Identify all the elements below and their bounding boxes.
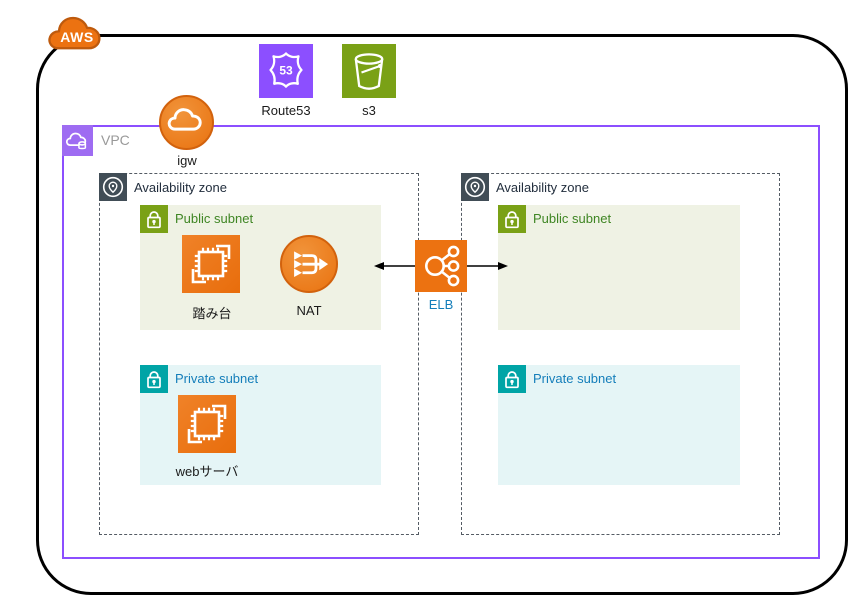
padlock-icon: [140, 365, 168, 393]
merge-arrows-icon: [294, 251, 329, 277]
aws-logo-cloud[interactable]: AWS: [44, 6, 110, 54]
padlock-icon: [498, 205, 526, 233]
webserver-label: webサーバ: [175, 464, 239, 479]
availability-zone-left[interactable]: [99, 173, 419, 535]
vpc-label: VPC: [101, 132, 130, 148]
s3-label: s3: [362, 103, 376, 118]
load-balancer-icon: [425, 245, 460, 287]
public-subnet-label: Public subnet: [533, 211, 612, 226]
elb-to-left-subnet-arrow[interactable]: [374, 259, 416, 273]
elb-node[interactable]: [415, 240, 467, 292]
padlock-icon: [498, 365, 526, 393]
nat-label: NAT: [296, 303, 322, 318]
padlock-icon: [140, 205, 168, 233]
nat-gateway-node[interactable]: [280, 235, 338, 293]
availability-zone-right[interactable]: [461, 173, 780, 535]
private-subnet-label: Private subnet: [533, 371, 617, 386]
route53-shield-number: 53: [279, 64, 293, 78]
internet-gateway-node[interactable]: [159, 95, 214, 150]
private-subnet-label: Private subnet: [175, 371, 259, 386]
bastion-label: 踏み台: [192, 306, 232, 321]
route53-node[interactable]: 53: [259, 44, 313, 98]
vpc-boundary[interactable]: [62, 125, 820, 559]
route53-label: Route53: [261, 103, 311, 118]
igw-label: igw: [177, 153, 197, 168]
cloud-icon: [167, 108, 202, 131]
ec2-bastion-node[interactable]: [182, 235, 240, 293]
public-subnet-label: Public subnet: [175, 211, 254, 226]
availability-zone-label: Availability zone: [134, 180, 227, 195]
aws-cloud-boundary[interactable]: [36, 34, 848, 595]
chip-icon: [191, 244, 231, 284]
aws-label: AWS: [60, 29, 94, 45]
public-subnet-left[interactable]: [140, 205, 381, 330]
private-subnet-right[interactable]: [498, 365, 740, 485]
s3-node[interactable]: [342, 44, 396, 98]
aws-cloud-icon: [48, 16, 101, 50]
elb-to-right-subnet-arrow[interactable]: [466, 259, 508, 273]
route-shield-icon: 53: [269, 52, 303, 88]
elb-label: ELB: [428, 297, 454, 312]
chip-icon: [187, 404, 227, 444]
vpc-icon: [62, 125, 93, 156]
ec2-webserver-node[interactable]: [178, 395, 236, 453]
location-pin-icon: [461, 173, 489, 201]
availability-zone-label: Availability zone: [496, 180, 589, 195]
location-pin-icon: [99, 173, 127, 201]
public-subnet-right[interactable]: [498, 205, 740, 330]
bucket-icon: [354, 53, 384, 90]
